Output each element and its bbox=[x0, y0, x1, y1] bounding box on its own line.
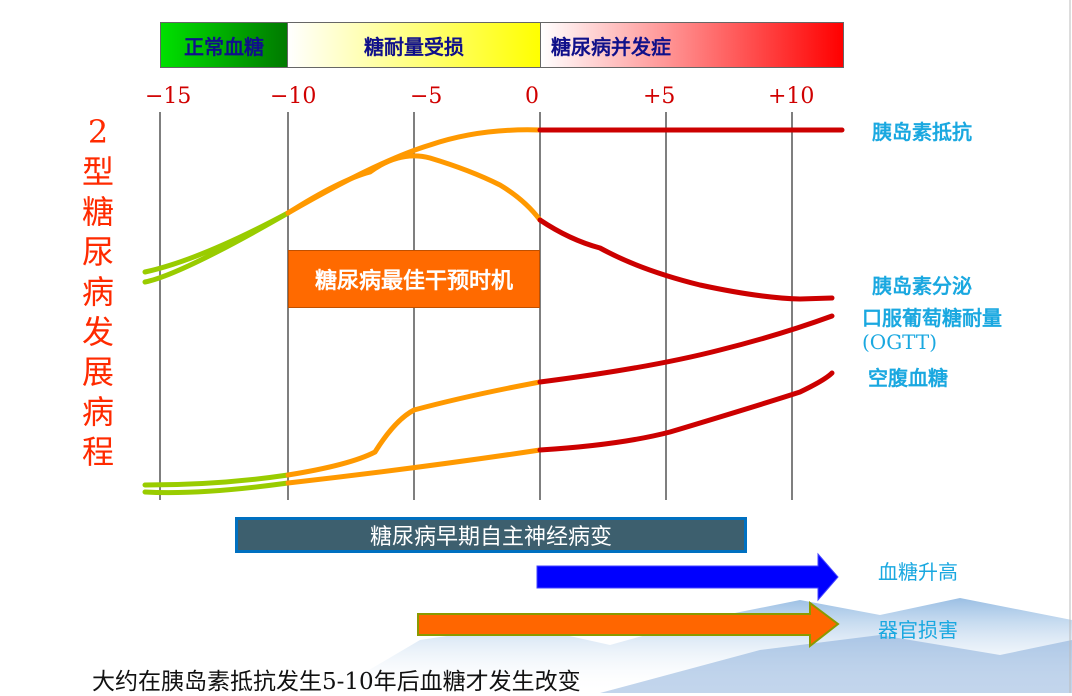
title-char: 型 bbox=[81, 153, 114, 191]
stage-complications: 糖尿病并发症 bbox=[540, 22, 844, 68]
axis-tick: −10 bbox=[270, 84, 317, 109]
label-organ-damage: 器官损害 bbox=[878, 618, 958, 642]
label-ogtt-abbr: (OGTT) bbox=[862, 330, 938, 354]
stage-label: 糖尿病并发症 bbox=[551, 34, 671, 59]
curve-ogtt-red bbox=[537, 313, 835, 385]
curve-insulin-secretion-green bbox=[142, 210, 291, 285]
title-char: 2 bbox=[87, 113, 109, 151]
autonomic-neuropathy-box: 糖尿病早期自主神经病变 bbox=[235, 517, 747, 553]
curve-ogtt-orange bbox=[285, 379, 543, 478]
curve-insulin-resistance-green bbox=[142, 210, 291, 275]
title-char: 发 bbox=[81, 313, 114, 351]
gridlines bbox=[159, 112, 793, 500]
footer-note: 大约在胰岛素抵抗发生5-10年后血糖才发生改变 bbox=[92, 669, 581, 695]
title-char: 展 bbox=[81, 353, 114, 391]
label-glucose-rise: 血糖升高 bbox=[878, 560, 958, 584]
curve-insulin-secretion-orange bbox=[285, 153, 543, 223]
curve-ogtt-green bbox=[142, 472, 291, 488]
axis-tick: −5 bbox=[410, 84, 443, 109]
title-char: 病 bbox=[81, 393, 114, 431]
label-insulin-secretion: 胰岛素分泌 bbox=[872, 274, 972, 298]
label-ogtt: 口服葡萄糖耐量 bbox=[862, 306, 1002, 330]
arrow-glucose-rise bbox=[536, 552, 839, 602]
arrow-organ-damage bbox=[417, 601, 840, 649]
title-char: 糖 bbox=[81, 193, 114, 231]
stage-normal-glucose: 正常血糖 bbox=[160, 22, 288, 68]
curve-fpg-red bbox=[537, 370, 835, 453]
stage-label: 正常血糖 bbox=[184, 34, 264, 59]
stage-impaired-tolerance: 糖耐量受损 bbox=[287, 22, 541, 68]
label-fpg: 空腹血糖 bbox=[868, 366, 948, 390]
label-insulin-resistance: 胰岛素抵抗 bbox=[872, 120, 972, 144]
axis-tick: +5 bbox=[643, 84, 676, 109]
vertical-title: 2 型 糖 尿 病 发 展 病 程 bbox=[80, 112, 116, 472]
axis-tick: +10 bbox=[768, 84, 815, 109]
axis-tick: 0 bbox=[525, 84, 539, 109]
curve-fpg-green bbox=[142, 480, 291, 496]
title-char: 病 bbox=[81, 273, 114, 311]
title-char: 程 bbox=[81, 433, 114, 471]
axis-tick: −15 bbox=[145, 84, 192, 109]
curve-insulin-secretion-red bbox=[537, 217, 835, 302]
stage-label: 糖耐量受损 bbox=[364, 34, 464, 59]
title-char: 尿 bbox=[81, 233, 114, 271]
curve-fpg-orange bbox=[285, 447, 543, 486]
optimal-intervention-box: 糖尿病最佳干预时机 bbox=[288, 250, 540, 308]
